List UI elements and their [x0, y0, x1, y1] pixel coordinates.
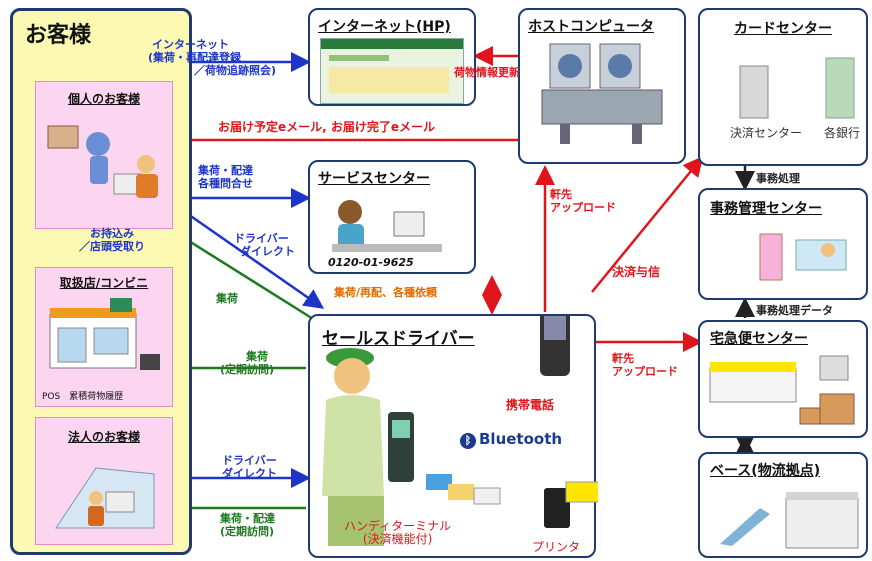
office-data-label: 事務処理データ — [756, 304, 833, 317]
base-box: ベース(物流拠点) — [698, 452, 868, 558]
host-computer-box: ホストコンピュータ — [518, 8, 686, 164]
pickup-label: 集荷 — [216, 292, 238, 305]
eaves-upload-1-line-1: 軒先 — [550, 188, 572, 201]
delivery-visit-line-2: (定期訪問) — [220, 525, 275, 538]
driver-direct-label-2: ドライバー ダイレクト — [222, 454, 277, 480]
bluetooth-label: Bluetooth — [479, 430, 563, 448]
internet-label-line-1: インターネット — [152, 38, 229, 51]
handy-terminal-line-2: (決済機能付) — [362, 532, 433, 546]
handy-terminal-label: ハンディターミナル (決済機能付) — [344, 520, 451, 546]
base-title: ベース(物流拠点) — [710, 463, 821, 479]
driver-direct-2-line-2: ダイレクト — [222, 467, 277, 480]
settlement-credit-label: 決済与信 — [612, 265, 661, 279]
mobile-phone-label: 携帯電話 — [506, 398, 555, 412]
takkyubin-center-title: 宅急便センター — [710, 331, 808, 347]
delivery-visit-line-1: 集荷・配達 — [220, 512, 275, 525]
service-center-phone: 0120-01-9625 — [328, 256, 414, 269]
sales-driver-title: セールスドライバー — [322, 329, 475, 349]
settlement-center-label: 決済センター — [730, 126, 803, 140]
eaves-upload-1-line-2: アップロード — [550, 201, 616, 214]
banks-label: 各銀行 — [824, 126, 861, 140]
cargo-update-label: 荷物情報更新 — [454, 66, 520, 79]
individual-customer-box: 個人のお客様 — [35, 81, 173, 229]
eaves-upload-label-1: 軒先 アップロード — [550, 188, 616, 214]
regular-visit-line-1: 集荷 — [246, 350, 268, 363]
store-title: 取扱店/コンビニ — [59, 276, 149, 290]
card-center-box: カードセンター 決済センター 各銀行 — [698, 8, 868, 166]
card-center-illustration — [739, 57, 855, 119]
printer-label: プリンタ — [532, 540, 581, 554]
regular-visit-line-2: (定期訪問) — [220, 363, 275, 376]
service-center-illustration — [332, 200, 442, 252]
handy-terminal-line-1: ハンディターミナル — [344, 519, 452, 533]
arrow-settlement — [591, 156, 704, 293]
arrow-direct-1 — [171, 201, 325, 309]
inquiry-label-line-2: 各種問合せ — [198, 177, 253, 190]
regular-visit-label: 集荷 (定期訪問) — [220, 350, 274, 376]
takkyubin-center-box: 宅急便センター — [698, 320, 868, 438]
store-box: 取扱店/コンビニ POS 累積荷物履歴 — [35, 267, 173, 407]
webpage-screenshot-image — [320, 38, 464, 104]
sales-driver-illustration — [322, 316, 598, 546]
driver-direct-2-line-1: ドライバー — [222, 454, 277, 467]
internet-hp-box: インターネット(HP) — [308, 8, 476, 106]
eaves-upload-2-line-2: アップロード — [612, 365, 678, 378]
host-computer-title: ホストコンピュータ — [528, 19, 654, 35]
base-illustration — [720, 492, 859, 549]
customers-panel: お客様 個人のお客様 お持込み ／店頭受取り 取扱店/コンビニ POS 累積荷物… — [10, 8, 192, 555]
email-label: お届け予定eメール, お届け完了eメール — [218, 120, 436, 134]
inquiry-label: 集荷・配達 各種問合せ — [198, 164, 253, 190]
store-caption: POS 累積荷物履歴 — [42, 392, 124, 402]
corporate-customer-illustration — [55, 467, 155, 529]
internet-label-line-3: ／荷物追跡照会) — [194, 64, 277, 77]
office-management-illustration — [759, 233, 847, 281]
internet-hp-title: インターネット(HP) — [318, 19, 451, 35]
individual-customer-illustration — [47, 125, 158, 198]
office-processing-label: 事務処理 — [756, 172, 800, 185]
store-illustration — [49, 298, 160, 370]
driver-direct-label-1: ドライバー ダイレクト — [234, 232, 295, 258]
eaves-upload-2-line-1: 軒先 — [612, 352, 634, 365]
carry-in-line-1: お持込み — [90, 227, 134, 240]
internet-label: インターネット (集荷・再配達登録 ／荷物追跡照会) — [148, 38, 276, 77]
customers-title: お客様 — [25, 23, 92, 48]
carry-in-line-2: ／店頭受取り — [79, 240, 145, 253]
driver-direct-1-line-1: ドライバー — [234, 232, 289, 245]
office-management-title: 事務管理センター — [710, 201, 822, 217]
individual-customer-title: 個人のお客様 — [67, 92, 140, 106]
service-center-box: サービスセンター 0120-01-9625 — [308, 160, 476, 274]
delivery-visit-label: 集荷・配達 (定期訪問) — [220, 512, 275, 538]
requests-label: 集荷/再配、各種依頼 — [334, 286, 438, 299]
carry-in-label: お持込み ／店頭受取り — [79, 227, 145, 253]
eaves-upload-label-2: 軒先 アップロード — [612, 352, 678, 378]
corporate-customer-box: 法人のお客様 — [35, 417, 173, 545]
driver-direct-1-line-2: ダイレクト — [240, 245, 295, 258]
office-management-box: 事務管理センター — [698, 188, 868, 300]
host-computer-illustration — [541, 43, 663, 144]
bluetooth-icon: ᛒ — [460, 433, 476, 449]
takkyubin-center-illustration — [709, 355, 855, 425]
inquiry-label-line-1: 集荷・配達 — [198, 164, 253, 177]
corporate-customer-title: 法人のお客様 — [67, 430, 140, 444]
internet-label-line-2: (集荷・再配達登録 — [148, 51, 242, 64]
card-center-title: カードセンター — [734, 21, 832, 37]
service-center-title: サービスセンター — [318, 171, 430, 187]
